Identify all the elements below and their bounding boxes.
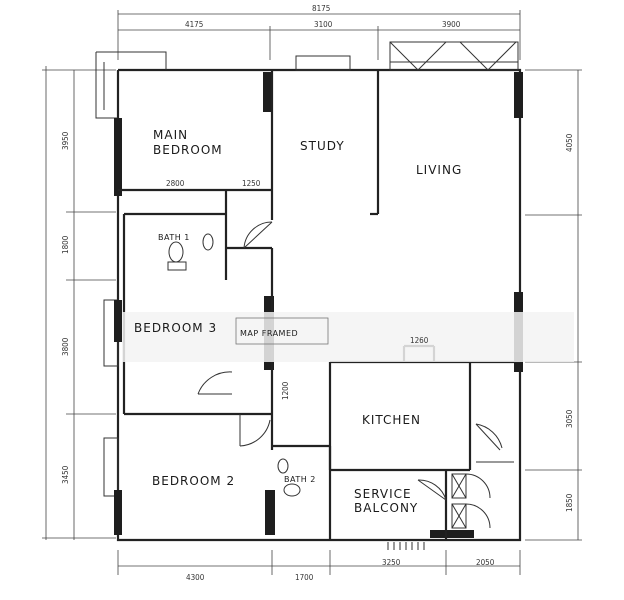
dim-left-4: 3450 [61, 465, 70, 484]
dim-top-3: 3900 [442, 20, 461, 29]
room-label-service-balcony-line1: SERVICE [354, 487, 412, 501]
room-label-service-balcony-line2: BALCONY [354, 501, 418, 515]
dim-bottom-4: 2050 [476, 558, 495, 567]
outer-walls [95, 41, 522, 542]
room-label-main-bedroom-line1: MAIN [153, 128, 188, 142]
scan-overlay-band [122, 312, 574, 362]
dim-internal-3: 1260 [410, 336, 429, 345]
room-label-bedroom3: BEDROOM 3 [134, 321, 217, 335]
room-label-bedroom2: BEDROOM 2 [152, 474, 235, 488]
room-label-kitchen: KITCHEN [362, 413, 421, 427]
fixtures [167, 233, 425, 550]
dim-bottom-3: 3250 [382, 558, 401, 567]
room-label-bath2: BATH 2 [284, 475, 316, 484]
dim-left-2: 1800 [61, 235, 70, 254]
room-label-study: STUDY [300, 139, 345, 153]
dim-bottom-2: 1700 [295, 573, 314, 582]
balcony-railing [387, 542, 425, 550]
room-label-living: LIVING [416, 163, 462, 177]
dim-right-1: 4050 [565, 133, 574, 152]
room-label-bath1: BATH 1 [158, 233, 190, 242]
dim-internal-2: 1250 [242, 179, 261, 188]
dim-bottom-1: 4300 [186, 573, 205, 582]
dim-right-2: 3050 [565, 409, 574, 428]
dim-internal-1: 2800 [166, 179, 185, 188]
dim-top-1: 4175 [185, 20, 203, 29]
dim-internal-4: 1200 [281, 381, 290, 400]
dim-left-1: 3950 [61, 131, 70, 150]
doors [197, 41, 517, 529]
overlay-text: MAP FRAMED [240, 329, 298, 338]
dim-overall-top: 8175 [312, 4, 330, 13]
room-label-main-bedroom-line2: BEDROOM [153, 143, 223, 157]
scan-overlay-box [235, 317, 329, 345]
dim-left-3: 3800 [61, 337, 70, 356]
dim-right-3: 1850 [565, 493, 574, 512]
dim-top-2: 3100 [314, 20, 333, 29]
